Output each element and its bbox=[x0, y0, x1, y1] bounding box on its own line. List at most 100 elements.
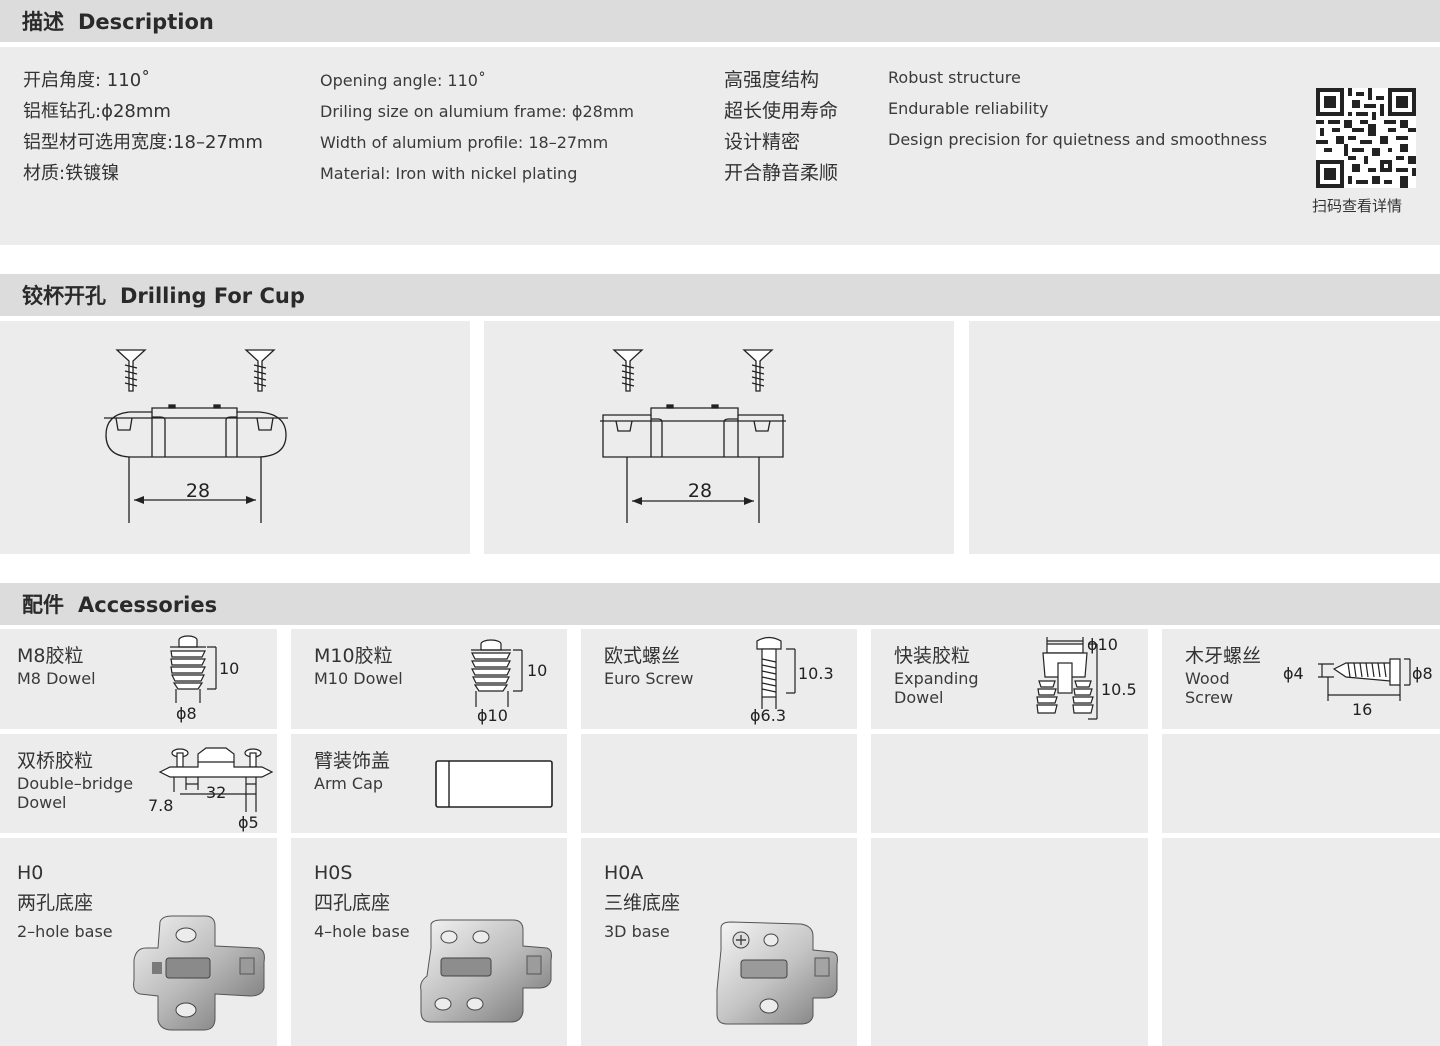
base-en-label: 4–hole base bbox=[314, 922, 410, 941]
euro-dia: ϕ6.3 bbox=[750, 706, 786, 725]
spec-cn: 铝框钻孔:ϕ28mm bbox=[23, 101, 171, 122]
wood-length: 16 bbox=[1352, 700, 1372, 719]
accessory-cn-label: 双桥胶粒 bbox=[17, 750, 94, 772]
euro-screw-icon: 10.3 ϕ6.3 bbox=[750, 636, 834, 725]
m8-dowel-icon: 10 ϕ8 bbox=[170, 635, 239, 723]
qr-caption: 扫码查看详情 bbox=[1312, 197, 1403, 215]
base-code: H0A bbox=[604, 862, 644, 884]
m10-dowel-icon: 10 ϕ10 bbox=[471, 639, 547, 725]
accessory-empty bbox=[581, 734, 857, 833]
feature-cn: 高强度结构 bbox=[724, 69, 820, 91]
qr-code[interactable] bbox=[1316, 88, 1416, 188]
description-title-cn: 描述 bbox=[22, 10, 64, 34]
accessory-en-label: Double–bridge Dowel bbox=[17, 774, 134, 812]
double-bridge-dowel-icon: 32 7.8 ϕ5 bbox=[148, 747, 274, 832]
3d-base-icon bbox=[716, 921, 838, 1025]
four-hole-base-icon bbox=[420, 919, 552, 1023]
drilling-square-svg: 28 bbox=[600, 349, 786, 523]
screw-icon bbox=[115, 349, 147, 392]
accessory-cn-label: 木牙螺丝 bbox=[1185, 645, 1262, 667]
accessory-euro-screw[interactable]: 欧式螺丝 Euro Screw 10.3 ϕ6.3 bbox=[581, 629, 857, 729]
base-en-label: 3D base bbox=[604, 922, 670, 941]
accessory-cn-label: M10胶粒 bbox=[314, 645, 393, 667]
accessory-en-label: Euro Screw bbox=[604, 669, 694, 688]
expanding-height: 10.5 bbox=[1101, 680, 1137, 699]
accessory-arm-cap[interactable]: 臂装饰盖 Arm Cap bbox=[291, 734, 567, 833]
expanding-dowel-icon: ϕ10 10.5 bbox=[1036, 635, 1137, 720]
feature-cn: 超长使用寿命 bbox=[724, 100, 839, 122]
double-offset: 7.8 bbox=[148, 796, 173, 815]
arm-cap-icon bbox=[435, 760, 553, 808]
feature-en: Endurable reliability bbox=[888, 99, 1049, 118]
accessory-en-label: Expanding Dowel bbox=[894, 669, 979, 707]
features-en-list: Robust structure Endurable reliability D… bbox=[888, 62, 1267, 155]
accessory-h0-base[interactable]: H0 两孔底座 2–hole base bbox=[0, 838, 277, 1046]
accessory-expanding-dowel[interactable]: 快装胶粒 Expanding Dowel ϕ10 10.5 bbox=[871, 629, 1148, 729]
description-header: 描述 Description bbox=[0, 0, 1440, 42]
spec-cn: 材质:铁镀镍 bbox=[23, 163, 120, 184]
m10-height: 10 bbox=[527, 661, 547, 680]
base-cn-label: 三维底座 bbox=[604, 892, 681, 914]
spec-en: Opening angle: 110˚ bbox=[320, 71, 486, 90]
accessory-empty bbox=[871, 734, 1148, 833]
description-title: 描述 Description bbox=[22, 6, 214, 36]
accessory-h0a-base[interactable]: H0A 三维底座 3D base bbox=[581, 838, 857, 1046]
wood-shank: ϕ4 bbox=[1283, 664, 1304, 683]
accessories-header: 配件 Accessories bbox=[0, 583, 1440, 625]
accessory-cn-label: 欧式螺丝 bbox=[604, 645, 681, 667]
drilling-diagram-rounded: 28 bbox=[0, 321, 470, 554]
description-title-en: Description bbox=[78, 10, 214, 34]
accessories-title-cn: 配件 bbox=[22, 593, 64, 617]
double-dia: ϕ5 bbox=[238, 813, 259, 832]
expanding-top-dia: ϕ10 bbox=[1087, 635, 1118, 654]
m10-dia: ϕ10 bbox=[477, 706, 508, 725]
accessory-empty bbox=[871, 838, 1148, 1046]
accessory-en-label: M8 Dowel bbox=[17, 669, 96, 688]
drilling-title-en: Drilling For Cup bbox=[120, 284, 305, 308]
euro-height: 10.3 bbox=[798, 664, 834, 683]
specs-cn-list: 开启角度: 110˚ 铝框钻孔:ϕ28mm 铝型材可选用宽度:18–27mm 材… bbox=[23, 65, 263, 189]
accessory-cn-label: 臂装饰盖 bbox=[314, 750, 391, 772]
base-cn-label: 四孔底座 bbox=[314, 892, 391, 914]
two-hole-base-icon bbox=[133, 915, 265, 1031]
accessory-cn-label: 快装胶粒 bbox=[894, 645, 971, 667]
accessory-en-label: M10 Dowel bbox=[314, 669, 403, 688]
feature-cn: 开合静音柔顺 bbox=[724, 162, 839, 184]
wood-screw-icon: ϕ4 ϕ8 16 bbox=[1283, 658, 1433, 719]
spec-cn: 铝型材可选用宽度:18–27mm bbox=[23, 132, 263, 153]
screw-icon bbox=[244, 349, 276, 392]
drilling-empty-panel bbox=[969, 321, 1440, 554]
accessory-h0s-base[interactable]: H0S 四孔底座 4–hole base bbox=[291, 838, 567, 1046]
m8-height: 10 bbox=[219, 659, 239, 678]
wood-head: ϕ8 bbox=[1412, 664, 1433, 683]
drilling-rounded-svg: 28 bbox=[104, 349, 288, 523]
drilling-dim-right: 28 bbox=[688, 480, 712, 502]
accessories-title: 配件 Accessories bbox=[22, 589, 217, 619]
spec-en: Material: Iron with nickel plating bbox=[320, 164, 578, 183]
accessory-m10-dowel[interactable]: M10胶粒 M10 Dowel 10 ϕ10 bbox=[291, 629, 567, 729]
accessory-empty bbox=[1162, 838, 1440, 1046]
specs-en-list: Opening angle: 110˚ Driling size on alum… bbox=[320, 65, 634, 189]
accessory-double-bridge-dowel[interactable]: 双桥胶粒 Double–bridge Dowel 32 7.8 ϕ5 bbox=[0, 734, 277, 833]
accessory-en-label: Arm Cap bbox=[314, 774, 384, 793]
accessory-m8-dowel[interactable]: M8胶粒 M8 Dowel 10 ϕ8 bbox=[0, 629, 277, 729]
drilling-title: 铰杯开孔 Drilling For Cup bbox=[22, 280, 305, 310]
screw-icon bbox=[612, 349, 644, 392]
accessory-empty bbox=[1162, 734, 1440, 833]
base-code: H0 bbox=[17, 862, 44, 884]
drilling-diagram-square: 28 bbox=[484, 321, 954, 554]
accessory-en-label: Wood Screw bbox=[1185, 669, 1234, 707]
feature-en: Design precision for quietness and smoot… bbox=[888, 130, 1268, 149]
accessories-title-en: Accessories bbox=[78, 593, 218, 617]
double-width: 32 bbox=[206, 783, 226, 802]
screw-icon bbox=[742, 349, 774, 392]
m8-dia: ϕ8 bbox=[176, 704, 197, 723]
drilling-title-cn: 铰杯开孔 bbox=[22, 284, 106, 308]
drilling-header: 铰杯开孔 Drilling For Cup bbox=[0, 274, 1440, 316]
features-cn-list: 高强度结构 超长使用寿命 设计精密 开合静音柔顺 bbox=[724, 65, 838, 189]
base-en-label: 2–hole base bbox=[17, 922, 113, 941]
base-code: H0S bbox=[314, 862, 353, 884]
accessory-wood-screw[interactable]: 木牙螺丝 Wood Screw ϕ4 ϕ8 16 bbox=[1162, 629, 1440, 729]
feature-en: Robust structure bbox=[888, 68, 1021, 87]
description-panel: 开启角度: 110˚ 铝框钻孔:ϕ28mm 铝型材可选用宽度:18–27mm 材… bbox=[0, 47, 1440, 245]
